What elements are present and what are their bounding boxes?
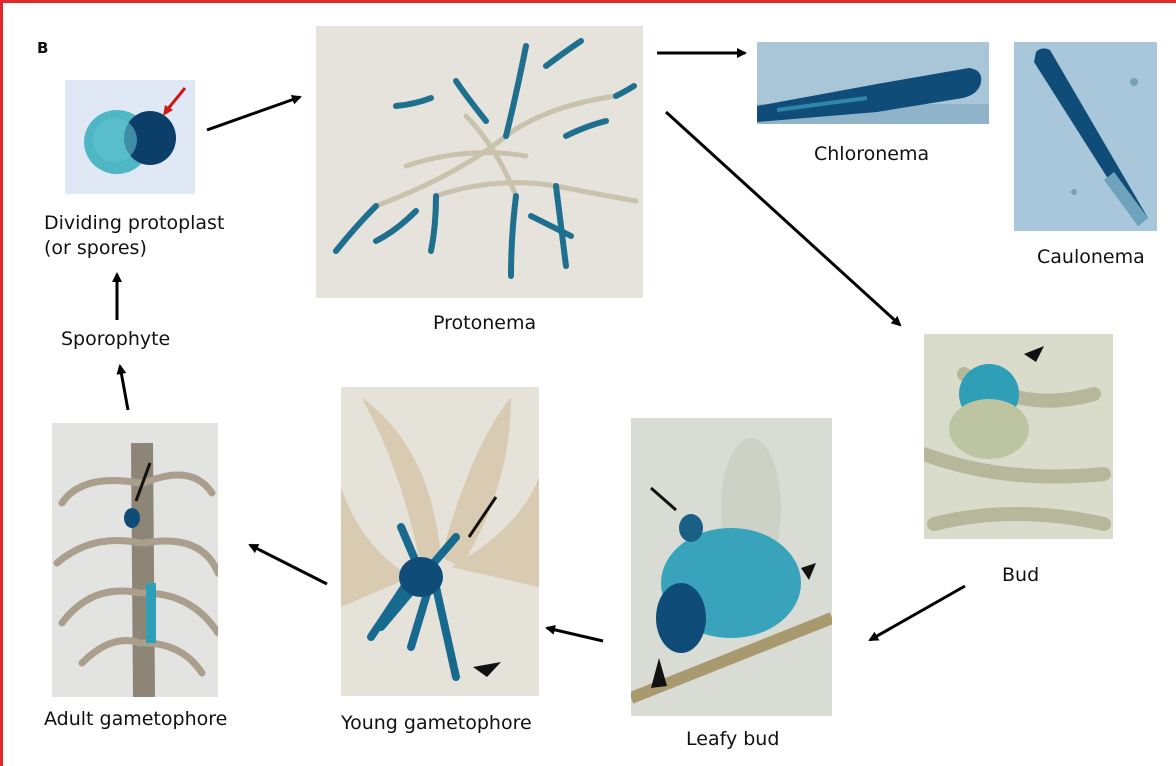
arrow-adult-to-sporophyte [120,366,128,410]
arrow-protoplast-to-protonema [207,97,300,130]
arrow-protonema-to-bud [666,112,900,325]
arrow-bud-to-leafy-bud [870,586,965,640]
arrow-leafy-bud-to-young [547,628,603,641]
arrow-young-to-adult [250,545,327,584]
